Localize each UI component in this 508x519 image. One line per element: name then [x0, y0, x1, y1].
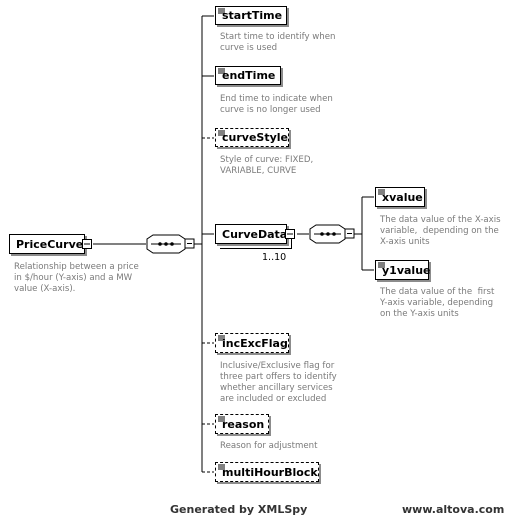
element-curvestyle[interactable]: curveStyle — [215, 128, 289, 147]
element-label: endTime — [222, 69, 276, 82]
element-label: curveStyle — [222, 131, 288, 144]
curve-data-multiplicity: 1..10 — [262, 252, 287, 263]
element-starttime[interactable]: startTime — [215, 6, 287, 25]
element-endtime[interactable]: endTime — [215, 66, 281, 85]
element-reason[interactable]: reason — [215, 414, 269, 434]
element-doc: Style of curve: FIXED, VARIABLE, CURVE — [220, 155, 314, 176]
element-curvedata[interactable]: CurveData — [215, 224, 287, 244]
root-element-doc: Relationship between a price in $/hour (… — [14, 262, 139, 294]
curve-data-sequence-compositor[interactable] — [309, 224, 355, 244]
element-label: multiHourBlock — [222, 465, 318, 479]
root-element-pricecurve[interactable]: PriceCurve — [9, 234, 85, 254]
element-label: reason — [222, 417, 265, 431]
root-element-label: PriceCurve — [16, 237, 84, 251]
element-label: startTime — [222, 9, 283, 22]
element-lines-icon — [218, 8, 225, 14]
element-lines-icon — [218, 335, 225, 341]
element-lines-icon — [218, 416, 225, 422]
element-doc: Reason for adjustment — [220, 441, 318, 451]
element-label: incExcFlag — [222, 336, 288, 350]
element-lines-icon — [378, 262, 385, 268]
footer-generated-by: Generated by XMLSpy — [170, 503, 308, 516]
element-y1value[interactable]: y1value — [375, 260, 431, 280]
element-xvalue[interactable]: xvalue — [375, 187, 425, 207]
element-lines-icon — [378, 189, 385, 195]
collapse-icon[interactable] — [285, 229, 295, 239]
element-label: CurveData — [222, 227, 288, 241]
element-lines-icon — [218, 464, 225, 470]
element-doc: The data value of the X-axis variable, d… — [380, 215, 501, 247]
element-doc: Start time to identify when curve is use… — [220, 32, 336, 53]
element-doc: End time to indicate when curve is no lo… — [220, 94, 333, 115]
element-lines-icon — [218, 130, 225, 136]
element-doc: Inclusive/Exclusive flag for three part … — [220, 361, 337, 404]
sequence-compositor[interactable] — [146, 234, 195, 254]
footer-url[interactable]: www.altova.com — [402, 503, 505, 516]
collapse-icon[interactable] — [82, 239, 92, 249]
element-label: y1value — [382, 263, 431, 277]
element-multihourblock[interactable]: multiHourBlock — [215, 462, 319, 482]
element-doc: The data value of the first Y-axis varia… — [380, 287, 495, 319]
element-incexcflag[interactable]: incExcFlag — [215, 333, 289, 353]
element-lines-icon — [218, 68, 225, 74]
element-label: xvalue — [382, 190, 423, 204]
